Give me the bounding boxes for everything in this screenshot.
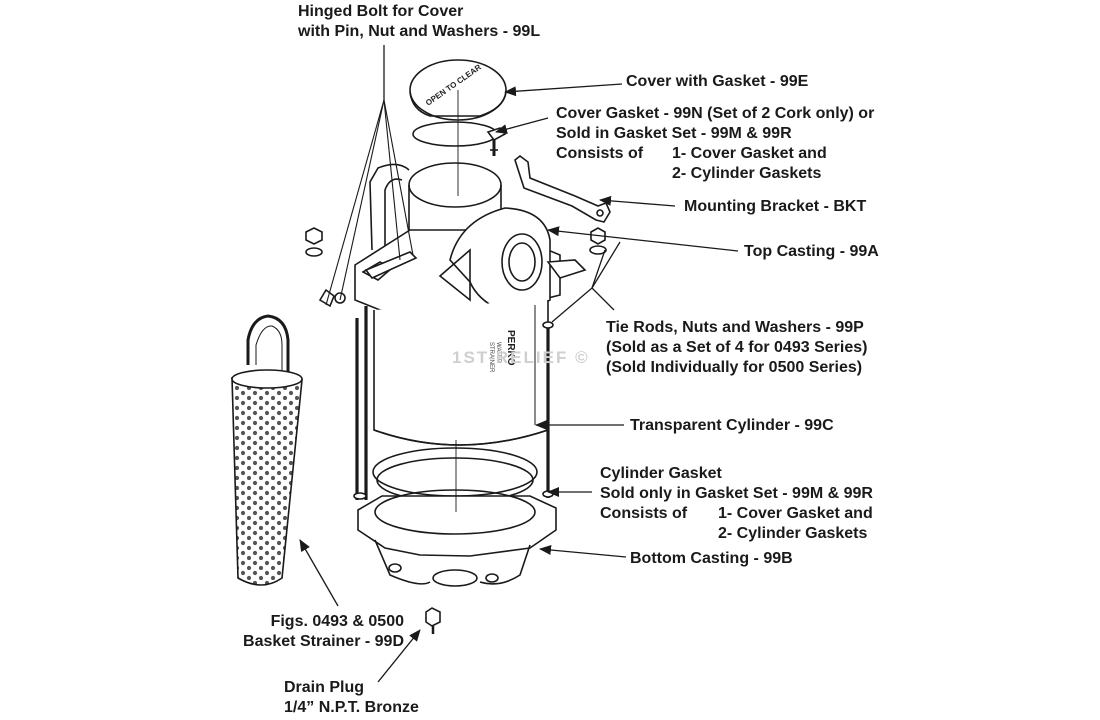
label-tie-rods-line2: (Sold as a Set of 4 for 0493 Series) — [606, 339, 868, 356]
cylinder-gasket-part — [372, 447, 538, 497]
label-transparent-cylinder-text: Transparent Cylinder - 99C — [630, 417, 834, 434]
transparent-cylinder-part — [373, 300, 549, 446]
tie-rod-nuts-left — [305, 227, 418, 308]
leader-cover — [504, 83, 623, 97]
label-tie-rods: Tie Rods, Nuts and Washers - 99P (Sold a… — [606, 318, 867, 378]
label-drain-plug-line2: 1/4” N.P.T. Bronze — [284, 699, 419, 716]
label-hinged-bolt-line2: with Pin, Nut and Washers - 99L — [298, 23, 541, 40]
label-transparent-cylinder: Transparent Cylinder - 99C — [630, 416, 834, 436]
label-top-casting-text: Top Casting - 99A — [744, 243, 879, 260]
label-mounting-bracket-text: Mounting Bracket - BKT — [684, 198, 867, 215]
leader-top-casting — [547, 226, 739, 252]
label-tie-rods-line3: (Sold Individually for 0500 Series) — [606, 359, 863, 376]
brand-subtext-2: STRAINER — [488, 342, 494, 373]
brand-subtext-1: WATER — [495, 342, 501, 364]
label-cover-gasket-item1: 1- Cover Gasket and — [672, 145, 827, 162]
leader-basket-strainer — [299, 539, 339, 607]
label-cylinder-gasket-line1: Cylinder Gasket — [600, 465, 722, 482]
label-drain-plug-line1: Drain Plug — [284, 679, 365, 696]
cover-gasket-part — [412, 121, 498, 147]
label-cover-gasket-consists: Consists of — [556, 145, 644, 162]
label-hinged-bolt: Hinged Bolt for Cover with Pin, Nut and … — [298, 2, 540, 42]
drain-plug-part — [425, 607, 441, 634]
label-basket-strainer-line1: Figs. 0493 & 0500 — [270, 613, 404, 630]
label-tie-rods-line1: Tie Rods, Nuts and Washers - 99P — [606, 319, 864, 336]
label-bottom-casting: Bottom Casting - 99B — [630, 549, 793, 569]
label-top-casting: Top Casting - 99A — [744, 242, 879, 262]
label-bottom-casting-text: Bottom Casting - 99B — [630, 550, 793, 567]
leader-mounting-bracket — [599, 195, 676, 207]
watermark: 1ST-RELIEF © — [452, 348, 590, 367]
leader-cover-gasket — [495, 117, 549, 134]
label-cover-gasket-line2: Sold in Gasket Set - 99M & 99R — [556, 125, 792, 142]
label-cylinder-gasket-item2: 2- Cylinder Gaskets — [718, 525, 868, 542]
leader-tie-rods — [551, 287, 615, 323]
label-cylinder-gasket-item1: 1- Cover Gasket and — [718, 505, 873, 522]
label-drain-plug: Drain Plug 1/4” N.P.T. Bronze — [284, 678, 419, 718]
label-cover: Cover with Gasket - 99E — [626, 72, 808, 92]
tie-rod-nuts-right — [589, 227, 607, 255]
label-hinged-bolt-line1: Hinged Bolt for Cover — [298, 3, 464, 20]
label-mounting-bracket: Mounting Bracket - BKT — [684, 197, 866, 217]
label-cover-text: Cover with Gasket - 99E — [626, 73, 809, 90]
label-basket-strainer-line2: Basket Strainer - 99D — [243, 633, 404, 650]
label-cover-gasket-line1: Cover Gasket - 99N (Set of 2 Cork only) … — [556, 105, 875, 122]
leader-bottom-casting — [539, 545, 627, 558]
bottom-casting-part — [357, 489, 557, 587]
label-cover-gasket: Cover Gasket - 99N (Set of 2 Cork only) … — [556, 104, 874, 184]
label-basket-strainer: Figs. 0493 & 0500 Basket Strainer - 99D — [222, 612, 404, 652]
label-cylinder-gasket-line2: Sold only in Gasket Set - 99M & 99R — [600, 485, 873, 502]
label-cylinder-gasket: Cylinder Gasket Sold only in Gasket Set … — [600, 464, 873, 544]
label-cover-gasket-item2: 2- Cylinder Gaskets — [672, 165, 822, 182]
basket-strainer-part — [231, 314, 303, 586]
leader-drain-plug — [377, 629, 421, 683]
brand-logo-text: PERKO — [505, 330, 516, 366]
label-cylinder-gasket-consists: Consists of — [600, 505, 688, 522]
